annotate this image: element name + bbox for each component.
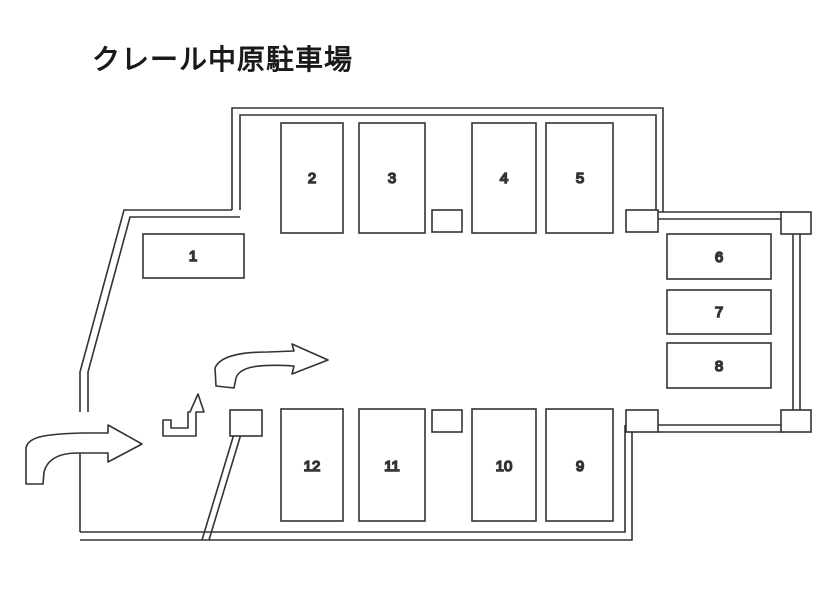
parking-space-label: 3 bbox=[388, 170, 396, 187]
parking-space-label: 5 bbox=[576, 170, 584, 187]
parking-space-label: 4 bbox=[500, 170, 508, 187]
pillar bbox=[625, 409, 659, 433]
gate-bar-inner bbox=[208, 433, 242, 541]
top-wall-inner bbox=[239, 114, 657, 212]
parking-space-label: 9 bbox=[576, 458, 584, 475]
bottom-wall-lower bbox=[80, 432, 633, 541]
pillar bbox=[780, 409, 812, 433]
pillar bbox=[229, 409, 263, 437]
bottom-wall-outer bbox=[80, 425, 626, 533]
turn-arrow-icon bbox=[162, 393, 205, 437]
top-wall-outer bbox=[231, 107, 664, 212]
parking-space-11 bbox=[358, 408, 426, 522]
parking-space-1 bbox=[142, 233, 245, 279]
pillar bbox=[625, 209, 659, 233]
parking-space-label: 12 bbox=[304, 458, 321, 475]
right-upper-wall bbox=[656, 211, 784, 232]
parking-space-5 bbox=[545, 122, 614, 234]
parking-space-7 bbox=[666, 289, 772, 335]
parking-space-label: 1 bbox=[189, 248, 197, 265]
gate-bar-outer bbox=[201, 433, 235, 541]
forward-arrow-icon bbox=[214, 343, 329, 389]
parking-space-label: 7 bbox=[715, 304, 723, 321]
parking-space-4 bbox=[471, 122, 537, 234]
parking-space-label: 6 bbox=[715, 249, 723, 266]
parking-space-10 bbox=[471, 408, 537, 522]
parking-space-label: 2 bbox=[308, 170, 316, 187]
parking-space-label: 8 bbox=[715, 358, 723, 375]
parking-space-label: 11 bbox=[384, 458, 400, 475]
page-title: クレール中原駐車場 bbox=[92, 43, 354, 76]
right-lower-wall bbox=[658, 410, 784, 426]
parking-space-9 bbox=[545, 408, 614, 522]
upper-left-wall-inner bbox=[87, 216, 240, 412]
parking-space-3 bbox=[358, 122, 426, 234]
pillar bbox=[780, 211, 812, 235]
parking-space-6 bbox=[666, 233, 772, 280]
parking-space-2 bbox=[280, 122, 344, 234]
lot-walls bbox=[79, 107, 801, 541]
upper-left-wall-outer bbox=[79, 209, 232, 412]
parking-space-12 bbox=[280, 408, 344, 522]
pillars bbox=[229, 209, 812, 437]
parking-space-8 bbox=[666, 342, 772, 389]
entry-arrow-icon bbox=[25, 424, 143, 485]
pillar bbox=[431, 409, 463, 433]
pillar bbox=[431, 209, 463, 233]
parking-space-label: 10 bbox=[496, 458, 513, 475]
